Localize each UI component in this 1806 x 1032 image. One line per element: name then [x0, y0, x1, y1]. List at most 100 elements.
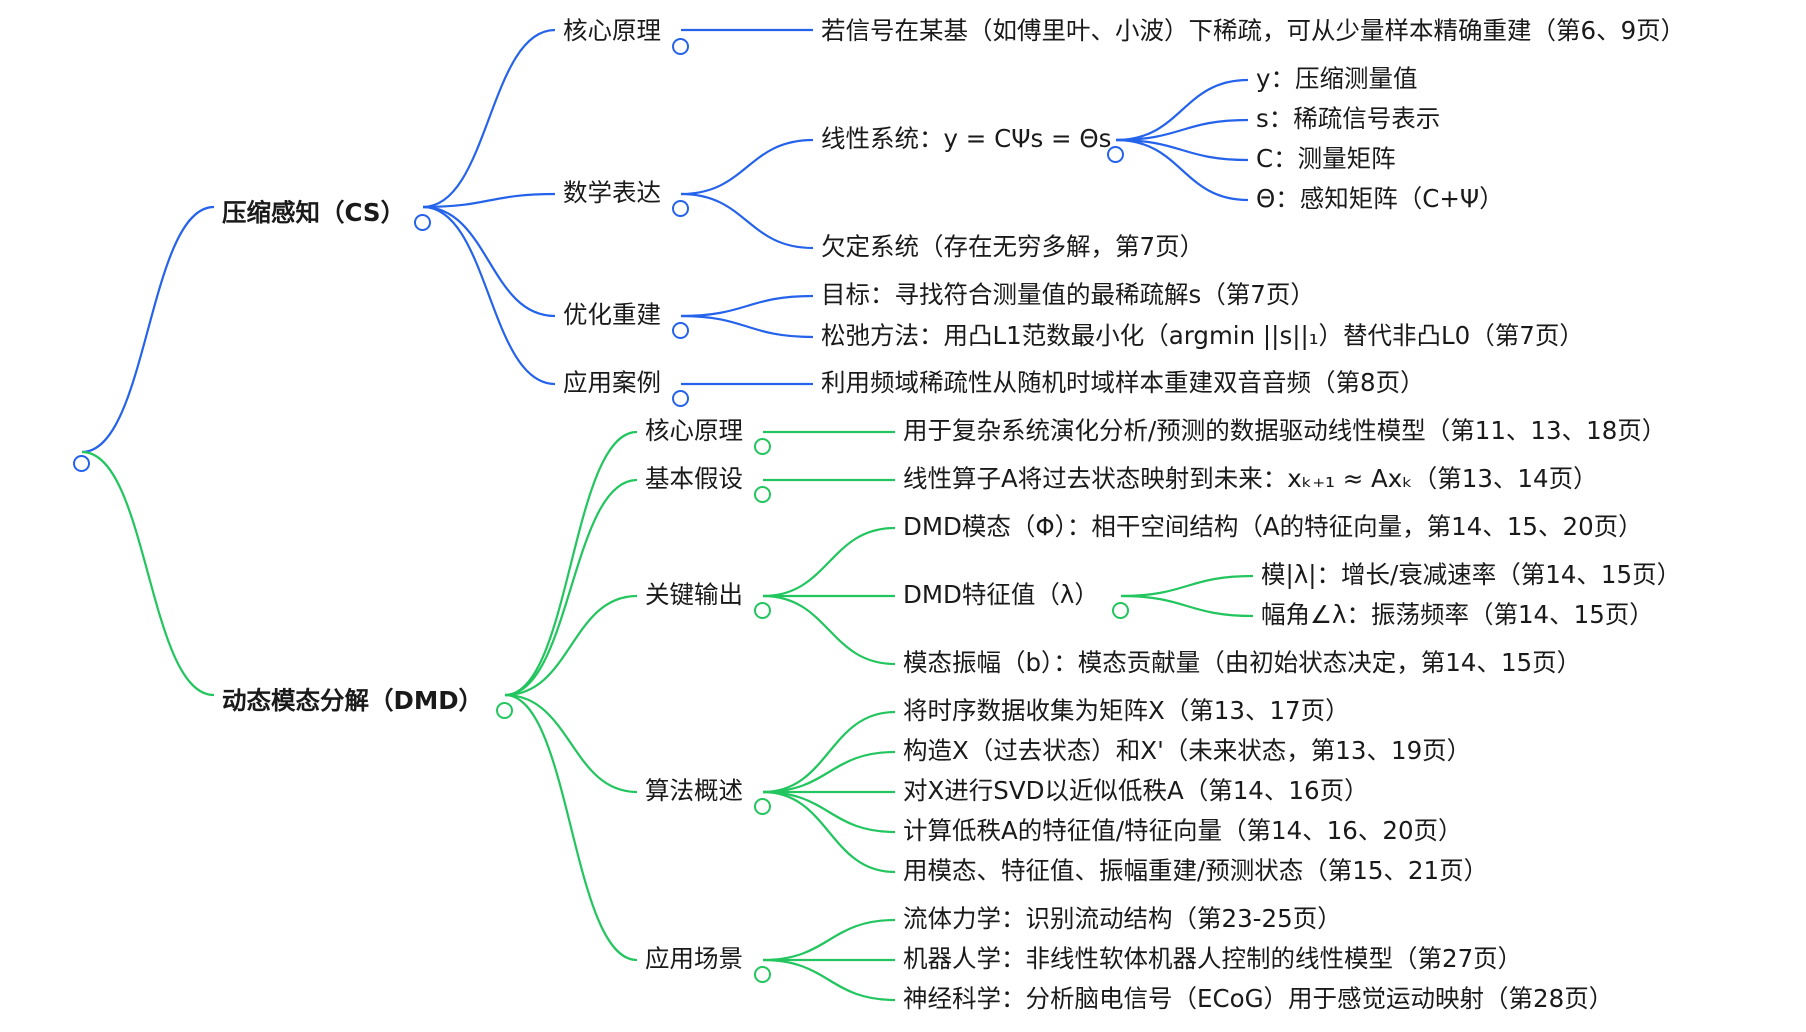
dmd-algo-step-5-label: 用模态、特征值、振幅重建/预测状态（第15、21页） [903, 856, 1489, 885]
root-collapse-toggle[interactable] [73, 455, 90, 472]
cs-math-collapse-toggle[interactable] [672, 200, 689, 217]
dmd-output-modes-node: DMD模态（Φ）：相干空间结构（A的特征向量，第14、15、20页） [903, 512, 1643, 542]
edge-cs-principle [422, 28, 556, 209]
cs-math-y-node: y：压缩测量值 [1256, 64, 1418, 94]
dmd-app-neuro-label: 神经科学：分析脑电信号（ECoG）用于感觉运动映射（第28页） [903, 984, 1614, 1013]
edge-dmd-app [504, 693, 638, 962]
cs-app-text-node: 利用频域稀疏性从随机时域样本重建双音音频（第8页） [821, 368, 1425, 398]
dmd-collapse-toggle[interactable] [496, 702, 513, 719]
dmd-app-label: 应用场景 [645, 944, 743, 973]
dmd-algo-step-4-label: 计算低秩A的特征值/特征向量（第14、16、20页） [903, 816, 1463, 845]
cs-app-collapse-toggle[interactable] [672, 390, 689, 407]
cs-math-theta-node: Θ：感知矩阵（C+Ψ） [1256, 184, 1504, 214]
edge-dmd-algo-2 [762, 750, 896, 794]
cs-label: 压缩感知（CS） [222, 198, 406, 227]
cs-principle-text-node: 若信号在某基（如傅里叶、小波）下稀疏，可从少量样本精确重建（第6、9页） [821, 16, 1685, 46]
dmd-output-collapse-toggle[interactable] [754, 602, 771, 619]
dmd-algo-step-2-node: 构造X（过去状态）和X'（未来状态，第13、19页） [903, 736, 1471, 766]
dmd-algo-label: 算法概述 [645, 776, 743, 805]
cs-math-c-node: C：测量矩阵 [1256, 144, 1396, 174]
edge-cs-app [422, 205, 556, 386]
dmd-output-label: 关键输出 [645, 580, 743, 609]
dmd-output-eig-arg-node: 幅角∠λ：振荡频率（第14、15页） [1261, 600, 1654, 630]
edge-dmd-algo-1 [762, 710, 896, 794]
dmd-algo-step-2-label: 构造X（过去状态）和X'（未来状态，第13、19页） [903, 736, 1472, 765]
cs-math-s-node: s：稀疏信号表示 [1256, 104, 1440, 134]
edge-dmd-algo-4 [762, 790, 896, 834]
cs-math-linear-label: 线性系统：y = CΨs = Θs [821, 124, 1112, 153]
dmd-output-amp-label: 模态振幅（b）：模态贡献量（由初始状态决定，第14、15页） [903, 648, 1582, 677]
dmd-app-fluid-node: 流体力学：识别流动结构（第23-25页） [903, 904, 1342, 934]
edge-dmd-output [504, 594, 638, 697]
cs-opt-node: 优化重建 [563, 300, 661, 330]
edge-cs-opt [422, 205, 556, 318]
cs-app-label: 应用案例 [563, 368, 661, 397]
dmd-label: 动态模态分解（DMD） [222, 686, 484, 715]
edge-root-dmd [81, 450, 215, 697]
cs-math-under-label: 欠定系统（存在无穷多解，第7页） [821, 232, 1205, 261]
dmd-algo-step-4-node: 计算低秩A的特征值/特征向量（第14、16、20页） [903, 816, 1463, 846]
dmd-output-node: 关键输出 [645, 580, 743, 610]
cs-math-s-label: s：稀疏信号表示 [1256, 104, 1441, 133]
dmd-assume-label: 基本假设 [645, 464, 743, 493]
cs-math-theta-label: Θ：感知矩阵（C+Ψ） [1256, 184, 1504, 213]
dmd-app-robotics-label: 机器人学：非线性软体机器人控制的线性模型（第27页） [903, 944, 1523, 973]
dmd-algo-step-1-node: 将时序数据收集为矩阵X（第13、17页） [903, 696, 1350, 726]
cs-collapse-toggle[interactable] [414, 214, 431, 231]
dmd-app-neuro-node: 神经科学：分析脑电信号（ECoG）用于感觉运动映射（第28页） [903, 984, 1613, 1014]
dmd-assume-text-label: 线性算子A将过去状态映射到未来：xₖ₊₁ ≈ Axₖ（第13、14页） [903, 464, 1598, 493]
dmd-assume-node: 基本假设 [645, 464, 743, 494]
dmd-algo-step-1-label: 将时序数据收集为矩阵X（第13、17页） [903, 696, 1350, 725]
dmd-principle-label: 核心原理 [645, 416, 743, 445]
dmd-app-collapse-toggle[interactable] [754, 966, 771, 983]
dmd-app-robotics-node: 机器人学：非线性软体机器人控制的线性模型（第27页） [903, 944, 1522, 974]
dmd-algo-node: 算法概述 [645, 776, 743, 806]
edge-cs-math-y [1115, 78, 1249, 142]
edge-cs-math-s [1115, 118, 1249, 142]
dmd-app-fluid-label: 流体力学：识别流动结构（第23-25页） [903, 904, 1342, 933]
cs-node: 压缩感知（CS） [222, 198, 405, 228]
edge-dmd-principle [504, 430, 638, 697]
edge-cs-math [422, 192, 556, 209]
dmd-principle-collapse-toggle[interactable] [754, 438, 771, 455]
dmd-algo-step-5-node: 用模态、特征值、振幅重建/预测状态（第15、21页） [903, 856, 1488, 886]
edge-dmd-output-amp [762, 594, 896, 666]
dmd-assume-collapse-toggle[interactable] [754, 486, 771, 503]
cs-opt-relax-label: 松弛方法：用凸L1范数最小化（argmin ||s||₁）替代非凸L0（第7页） [821, 321, 1584, 350]
dmd-output-eig-mod-label: 模|λ|：增长/衰减速率（第14、15页） [1261, 560, 1682, 589]
cs-app-node: 应用案例 [563, 368, 661, 398]
dmd-algo-collapse-toggle[interactable] [754, 798, 771, 815]
cs-math-linear-node: 线性系统：y = CΨs = Θs [821, 124, 1111, 154]
edge-cs-math-theta [1115, 138, 1249, 202]
cs-opt-goal-label: 目标：寻找符合测量值的最稀疏解s（第7页） [821, 280, 1315, 309]
cs-opt-collapse-toggle[interactable] [672, 322, 689, 339]
cs-math-label: 数学表达 [563, 178, 661, 207]
cs-math-under-node: 欠定系统（存在无穷多解，第7页） [821, 232, 1204, 262]
cs-math-node: 数学表达 [563, 178, 661, 208]
dmd-principle-text-label: 用于复杂系统演化分析/预测的数据驱动线性模型（第11、13、18页） [903, 416, 1667, 445]
dmd-output-eig-mod-node: 模|λ|：增长/衰减速率（第14、15页） [1261, 560, 1681, 590]
edge-cs-math-linear [680, 138, 814, 196]
edge-dmd-algo [504, 693, 638, 794]
cs-math-linear-collapse-toggle[interactable] [1107, 146, 1124, 163]
dmd-app-node: 应用场景 [645, 944, 743, 974]
cs-principle-collapse-toggle[interactable] [672, 38, 689, 55]
dmd-output-eig-node: DMD特征值（λ） [903, 580, 1099, 610]
cs-math-y-label: y：压缩测量值 [1256, 64, 1418, 93]
cs-opt-relax-node: 松弛方法：用凸L1范数最小化（argmin ||s||₁）替代非凸L0（第7页） [821, 321, 1584, 351]
dmd-algo-step-3-label: 对X进行SVD以近似低秩A（第14、16页） [903, 776, 1369, 805]
dmd-output-modes-label: DMD模态（Φ）：相干空间结构（A的特征向量，第14、15、20页） [903, 512, 1643, 541]
dmd-output-eig-collapse-toggle[interactable] [1112, 602, 1129, 619]
dmd-output-eig-arg-label: 幅角∠λ：振荡频率（第14、15页） [1261, 600, 1654, 629]
edge-root-cs [81, 205, 215, 454]
cs-opt-label: 优化重建 [563, 300, 661, 329]
edge-dmd-algo-5 [762, 790, 896, 874]
edge-dmd-app-neuro [762, 958, 896, 1002]
edge-cs-math-under [680, 192, 814, 250]
edge-dmd-app-fluid [762, 918, 896, 962]
dmd-output-amp-node: 模态振幅（b）：模态贡献量（由初始状态决定，第14、15页） [903, 648, 1581, 678]
dmd-node: 动态模态分解（DMD） [222, 686, 483, 716]
edge-cs-opt-relax [680, 314, 814, 339]
